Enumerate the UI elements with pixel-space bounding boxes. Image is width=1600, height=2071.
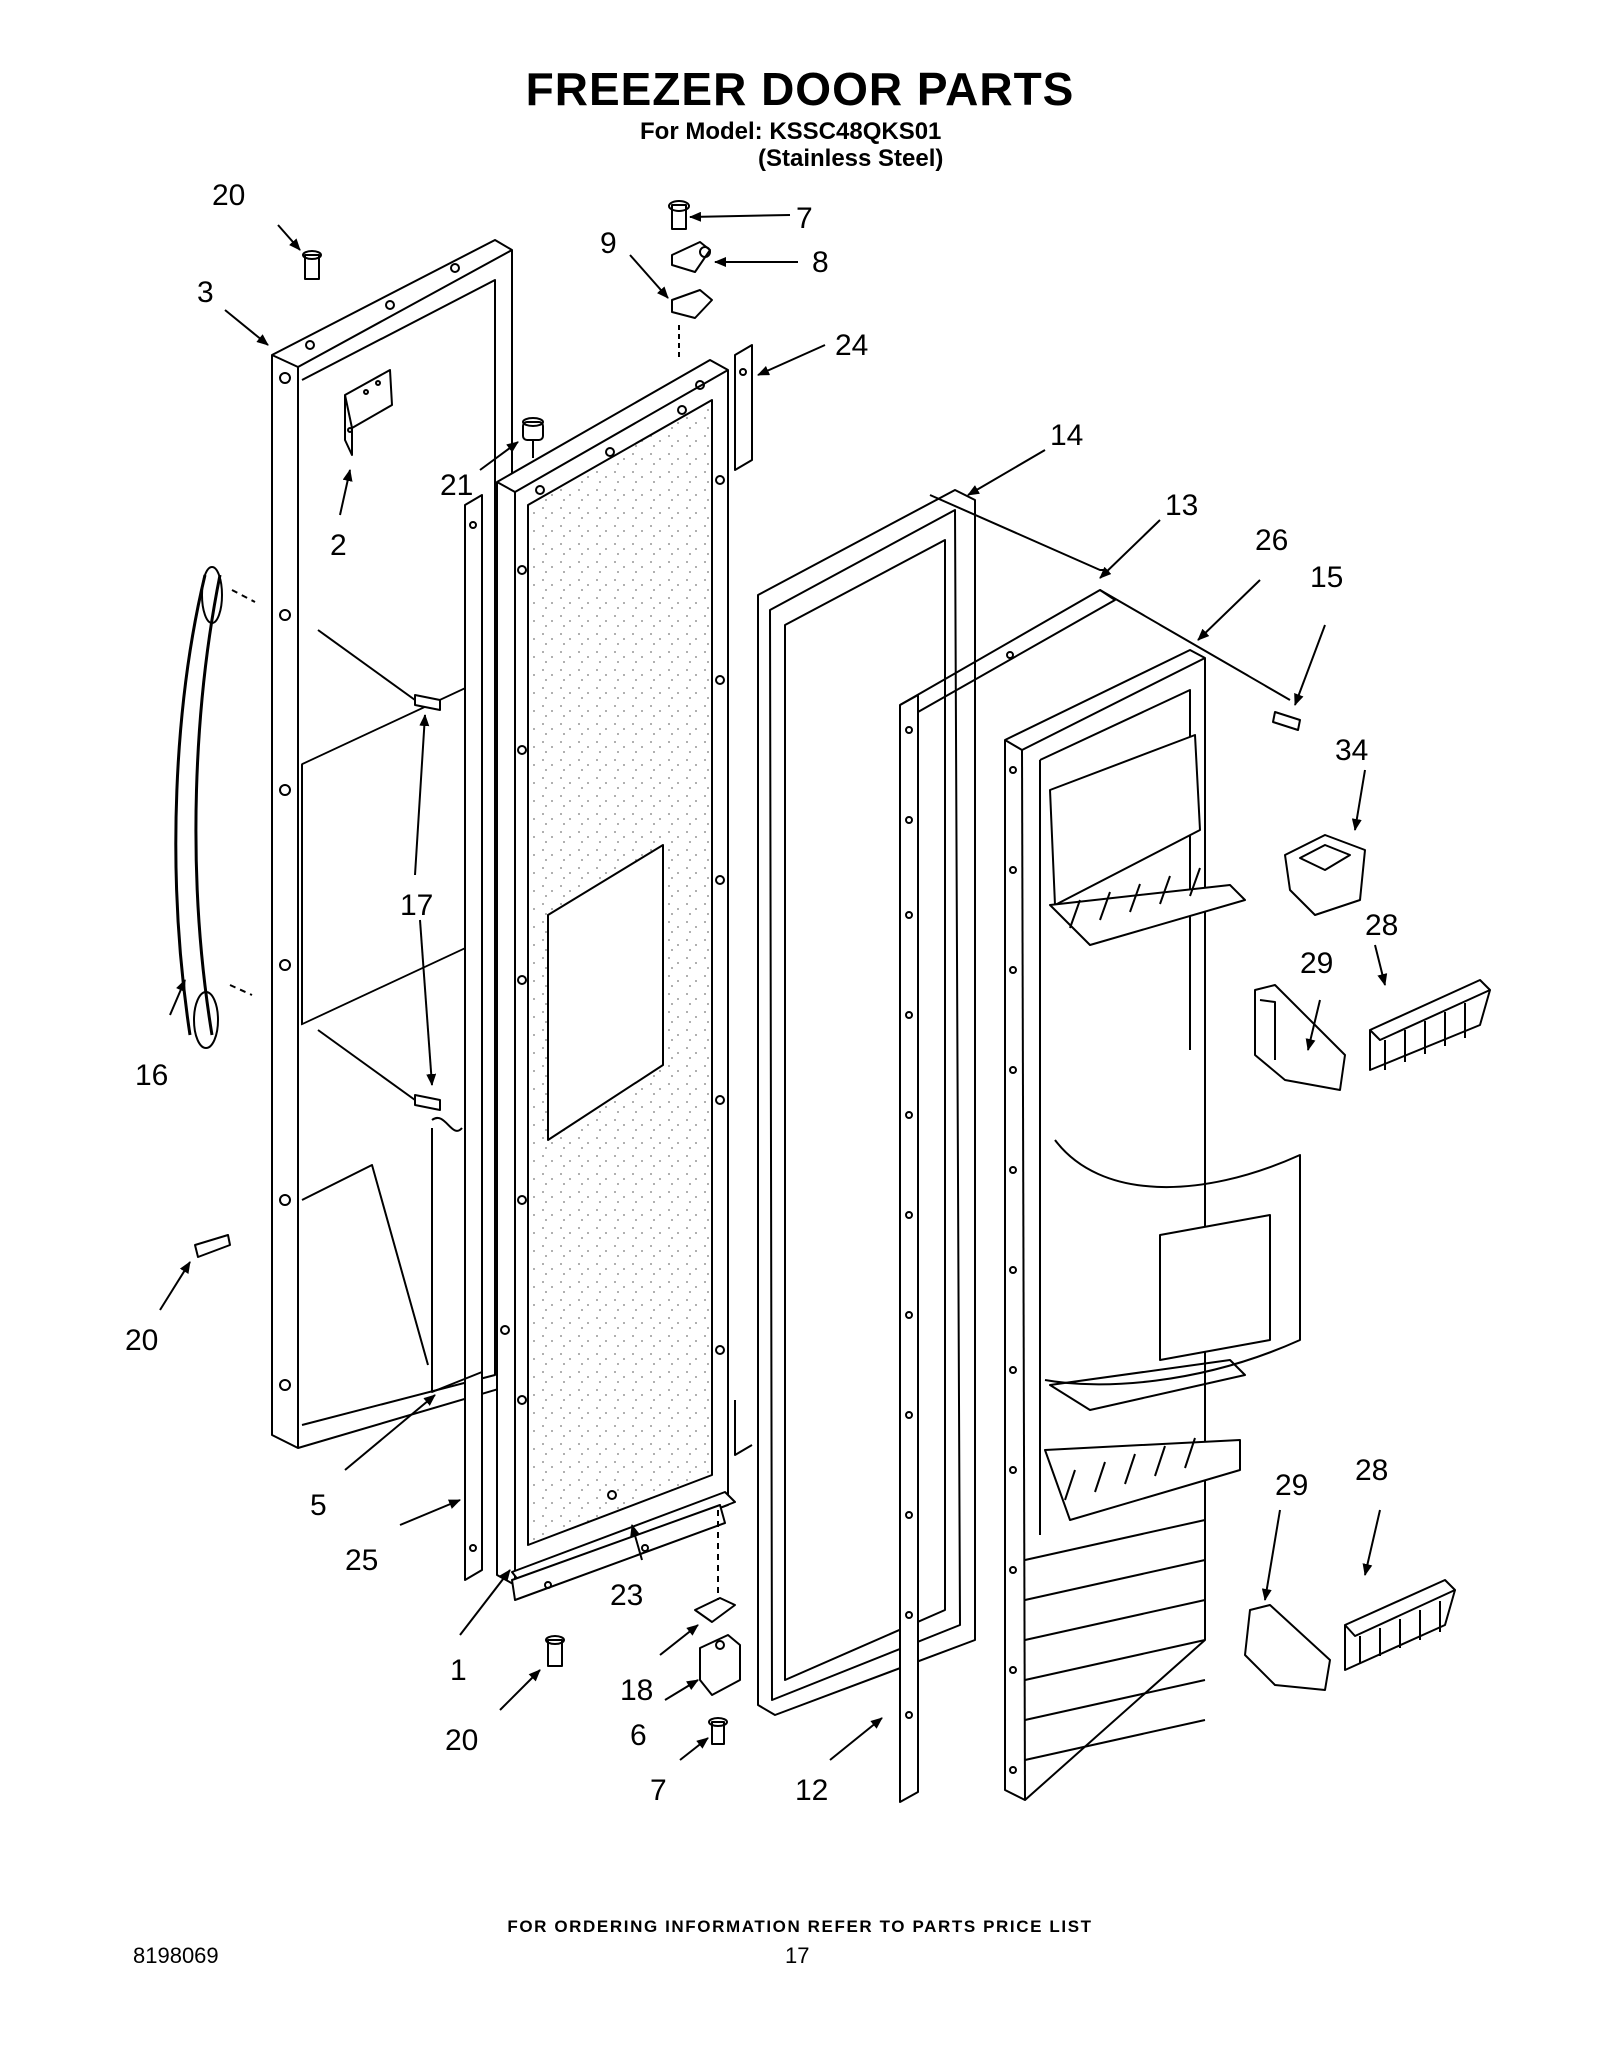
screw-20-left [194,1234,231,1258]
screw-20-top [302,250,322,280]
door-gasket [757,489,1105,1716]
page-title: FREEZER DOOR PARTS [525,63,1075,115]
callout-29-lower: 29 [1275,1469,1308,1502]
callout-20-left: 20 [125,1324,158,1357]
ordering-note: FOR ORDERING INFORMATION REFER TO PARTS … [507,1917,1093,1936]
callout-18: 18 [620,1674,653,1707]
lever-lower [1244,1604,1331,1691]
bracket [344,369,393,456]
bottom-hinge-assembly [694,1510,741,1745]
callout-29-upper: 29 [1300,947,1333,980]
top-hinge-assembly [668,200,713,360]
callout-20-bottom: 20 [445,1724,478,1757]
callout-28-upper: 28 [1365,909,1398,942]
model-label: For Model: KSSC48QKS01 [640,118,942,145]
callout-5: 5 [310,1489,327,1522]
callout-14: 14 [1050,419,1083,452]
callout-8: 8 [812,246,829,279]
callout-arrows [159,211,1388,1761]
variant-label: (Stainless Steel) [758,145,944,172]
callout-26: 26 [1255,524,1288,557]
bottom-strip [511,1491,736,1601]
door-handle [174,566,256,1049]
plug [522,417,544,458]
screw-15 [1272,711,1301,731]
side-strip-right [734,344,753,1456]
callout-28-lower: 28 [1355,1454,1388,1487]
callout-21: 21 [440,469,473,502]
callout-labels: 20 3 2 16 17 20 5 25 1 20 21 9 7 8 24 18… [125,179,1398,1807]
screw-20-bottom [545,1635,565,1667]
grille-lower [1344,1579,1456,1671]
callout-16: 16 [135,1059,168,1092]
callout-9: 9 [600,227,617,260]
callout-7-bottom: 7 [650,1774,667,1807]
grille-upper [1369,979,1491,1071]
door-cover [431,1128,483,1393]
document-number: 8198069 [133,1943,219,1968]
callout-1: 1 [450,1654,467,1687]
callout-24: 24 [835,329,868,362]
lever-upper [1254,984,1346,1091]
callout-12: 12 [795,1774,828,1807]
hinge-strip [899,589,1116,1803]
callout-25: 25 [345,1544,378,1577]
page-number: 17 [785,1943,810,1968]
door-liner-panel [496,359,729,1586]
callout-6: 6 [630,1719,647,1752]
screw-17-upper [317,629,441,711]
callout-15: 15 [1310,561,1343,594]
side-strip-left [431,494,483,1581]
inner-door-liner [1004,589,1301,1801]
callout-20-top: 20 [212,179,245,212]
callout-17: 17 [400,889,433,922]
callout-13: 13 [1165,489,1198,522]
callout-2: 2 [330,529,347,562]
callout-3: 3 [197,276,214,309]
callout-23: 23 [610,1579,643,1612]
callout-7-top: 7 [796,202,813,235]
ice-chute [1284,834,1366,916]
screw-17-lower [317,1029,441,1111]
callout-34: 34 [1335,734,1368,767]
